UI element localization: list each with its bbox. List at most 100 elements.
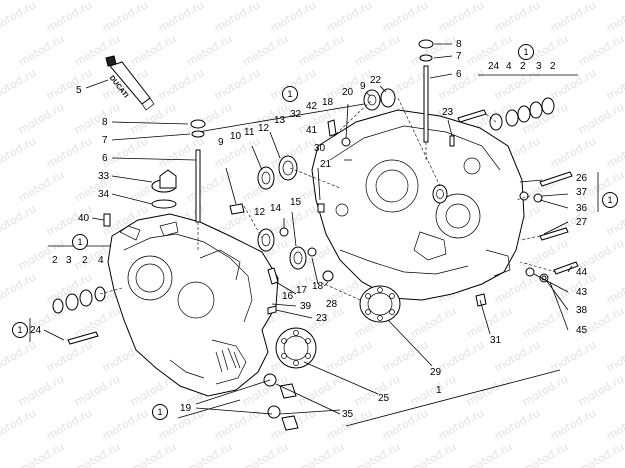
callout-25: 25 xyxy=(378,393,390,404)
sealant-tube xyxy=(105,55,155,111)
callout-7-right: 7 xyxy=(456,51,462,62)
bearing-25 xyxy=(275,327,317,369)
bearing-9-lower xyxy=(432,184,448,204)
callout-6-right: 6 xyxy=(456,69,462,80)
group-mark-1-left: 1 xyxy=(72,234,88,250)
stud-24-right xyxy=(457,109,487,123)
callout-8-left: 8 xyxy=(102,117,108,128)
callout-6-left: 6 xyxy=(102,153,108,164)
callout-34: 34 xyxy=(98,189,110,200)
plug-19-a xyxy=(279,383,297,399)
callout-35: 35 xyxy=(342,409,354,420)
callout-8-right: 8 xyxy=(456,39,462,50)
callout-2-left-a: 2 xyxy=(52,255,58,266)
callout-9-top: 9 xyxy=(218,137,224,148)
group-mark-1-top-right: 1 xyxy=(518,44,534,60)
pin-23-lower xyxy=(267,305,277,315)
washer-43 xyxy=(525,267,535,277)
callout-9-upper: 9 xyxy=(360,81,366,92)
callout-21: 21 xyxy=(320,159,332,170)
callout-18-top: 18 xyxy=(322,97,334,108)
callout-3-right: 3 xyxy=(536,61,542,72)
callout-32: 32 xyxy=(290,109,302,120)
oring-28 xyxy=(322,270,334,282)
group-mark-1-bottom-left: 1 xyxy=(152,404,168,420)
washer-35-b xyxy=(267,405,281,419)
callout-37: 37 xyxy=(576,187,588,198)
leader-lines xyxy=(43,43,573,415)
callout-27: 27 xyxy=(576,217,588,228)
callout-42: 42 xyxy=(306,101,318,112)
shim-stack-left xyxy=(52,286,106,314)
washer-30 xyxy=(341,137,351,147)
studs-and-bolts xyxy=(67,39,579,345)
callout-41: 41 xyxy=(306,125,318,136)
group-mark-1-far-left: 1 xyxy=(12,322,28,338)
group-mark-1-top-center: 1 xyxy=(282,86,298,102)
callout-39: 39 xyxy=(300,301,312,312)
bolt-40 xyxy=(103,213,111,227)
callout-4-right: 4 xyxy=(506,61,512,72)
bearing-17 xyxy=(289,246,307,270)
callout-23-upper: 23 xyxy=(442,107,454,118)
washer-36 xyxy=(533,193,543,203)
callout-18-mid: 18 xyxy=(312,281,324,292)
callout-31: 31 xyxy=(490,335,502,346)
callout-5: 5 xyxy=(76,85,82,96)
plug-41 xyxy=(327,119,337,137)
callout-29: 29 xyxy=(430,367,442,378)
callout-12-mid: 12 xyxy=(254,207,266,218)
plug-9 xyxy=(229,203,245,215)
callout-12-top: 12 xyxy=(258,123,270,134)
callout-43: 43 xyxy=(576,287,588,298)
stud-6-right xyxy=(423,65,429,143)
callout-44: 44 xyxy=(576,267,588,278)
callout-20: 20 xyxy=(342,87,354,98)
callout-1: 1 xyxy=(436,385,442,396)
pin-23-upper xyxy=(449,135,455,147)
stud-6-left xyxy=(195,149,201,223)
bolt-44 xyxy=(553,261,579,275)
callout-45: 45 xyxy=(576,325,588,336)
bearings-and-seals xyxy=(257,88,448,369)
washer-7-left xyxy=(191,130,205,138)
callout-24-right: 24 xyxy=(488,61,500,72)
callout-19: 19 xyxy=(180,403,192,414)
bearing-11 xyxy=(257,166,275,190)
callout-7-left: 7 xyxy=(102,135,108,146)
callout-3-left: 3 xyxy=(66,255,72,266)
callout-24-left: 24 xyxy=(30,325,42,336)
callout-14: 14 xyxy=(270,203,282,214)
oring-34 xyxy=(151,199,177,209)
bearing-29 xyxy=(359,285,401,323)
callout-28: 28 xyxy=(326,299,338,310)
callout-17: 17 xyxy=(296,285,308,296)
right-crankcase-half xyxy=(311,109,525,301)
group-mark-1-right: 1 xyxy=(602,192,618,208)
stud-24-left xyxy=(67,331,99,345)
callout-38: 38 xyxy=(576,305,588,316)
callout-26: 26 xyxy=(576,173,588,184)
washer-7-right xyxy=(419,54,433,62)
callout-13: 13 xyxy=(274,115,286,126)
callout-36: 36 xyxy=(576,203,588,214)
callout-30: 30 xyxy=(314,143,326,154)
callout-15: 15 xyxy=(290,197,302,208)
callout-10: 10 xyxy=(230,131,242,142)
callout-22: 22 xyxy=(370,75,382,86)
callout-2-left-b: 2 xyxy=(82,255,88,266)
circlip-18 xyxy=(307,247,317,257)
washer-14 xyxy=(279,227,289,237)
cap-33-body xyxy=(159,169,177,189)
nut-8-right xyxy=(418,39,434,49)
shim-stack-right xyxy=(489,97,555,131)
pin-16 xyxy=(267,267,279,285)
plug-19-b xyxy=(281,415,299,431)
nut-8-left xyxy=(190,119,206,129)
left-crankcase-half xyxy=(107,213,279,397)
bearing-9 xyxy=(363,89,381,111)
bearing-12 xyxy=(257,228,275,252)
pin-31 xyxy=(475,293,487,307)
